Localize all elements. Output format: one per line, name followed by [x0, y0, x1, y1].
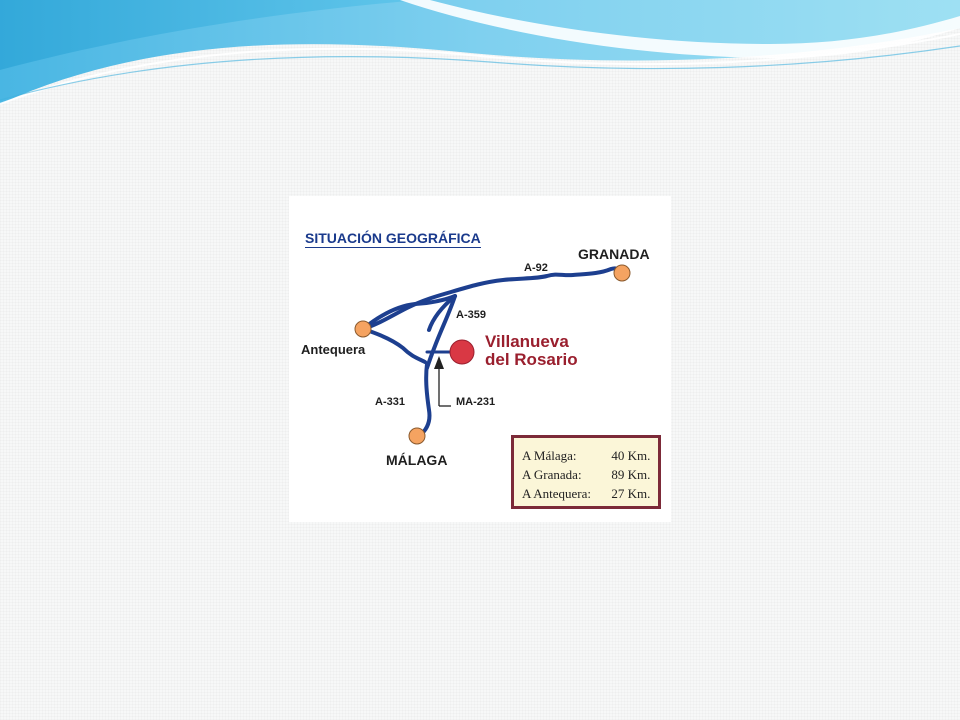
- villanueva-marker: [449, 339, 475, 365]
- granada-label: GRANADA: [578, 246, 650, 262]
- a331-label: A-331: [375, 396, 405, 408]
- villanueva-label-line2: del Rosario: [485, 350, 578, 369]
- road-a92: [361, 266, 624, 331]
- road-antequera-south: [361, 327, 427, 364]
- antequera-label: Antequera: [301, 342, 366, 357]
- malaga-marker: [408, 427, 426, 445]
- distance-row: A Antequera: 27 Km.: [522, 484, 658, 503]
- map-title: SITUACIÓN GEOGRÁFICA: [305, 230, 481, 248]
- road-diagonal: [427, 294, 457, 332]
- distance-table: A Málaga: 40 Km. A Granada: 89 Km. A Ant…: [511, 435, 661, 509]
- slide-header-wave: [0, 0, 960, 105]
- malaga-label: MÁLAGA: [386, 452, 448, 468]
- villanueva-label: Villanueva del Rosario: [485, 333, 578, 369]
- distance-row: A Málaga: 40 Km.: [522, 446, 658, 465]
- road-a331: [417, 362, 432, 438]
- a92-label: A-92: [524, 262, 548, 274]
- a359-label: A-359: [456, 309, 486, 321]
- villanueva-label-line1: Villanueva: [485, 332, 569, 351]
- road-antequera-north: [361, 294, 457, 331]
- distance-value: 40 Km.: [611, 448, 651, 463]
- antequera-marker: [354, 320, 372, 338]
- distance-place: A Granada:: [522, 467, 582, 482]
- distance-place: A Antequera:: [522, 486, 591, 501]
- ma231-label: MA-231: [456, 396, 496, 408]
- distance-value: 27 Km.: [611, 486, 651, 501]
- distance-row: A Granada: 89 Km.: [522, 465, 658, 484]
- distance-value: 89 Km.: [611, 467, 651, 482]
- location-map: SITUACIÓN GEOGRÁFICA GRANADA A-92 A-359 …: [289, 196, 671, 522]
- distance-place: A Málaga:: [522, 448, 577, 463]
- granada-marker: [613, 264, 631, 282]
- road-a359: [425, 294, 457, 370]
- road-map-graphic: [354, 264, 631, 445]
- ma231-arrowhead: [434, 356, 444, 369]
